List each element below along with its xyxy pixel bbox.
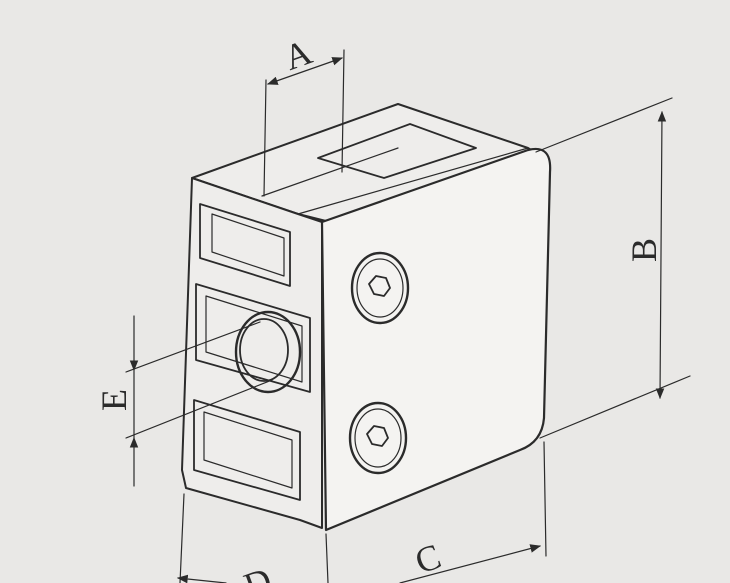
label-e: E xyxy=(94,389,134,411)
lower-bolt xyxy=(348,401,408,475)
upper-bolt xyxy=(350,251,410,325)
label-b: B xyxy=(624,238,664,262)
clamp-body xyxy=(181,103,552,532)
label-a: A xyxy=(279,31,317,77)
center-hole xyxy=(234,310,302,394)
label-c: C xyxy=(410,536,446,582)
left-face xyxy=(181,177,323,529)
label-d: D xyxy=(239,559,277,583)
dimension-e: E xyxy=(94,315,273,487)
front-face xyxy=(320,147,552,532)
dimension-b: B xyxy=(535,97,691,439)
top-groove xyxy=(317,123,477,179)
left-slots xyxy=(193,203,311,501)
